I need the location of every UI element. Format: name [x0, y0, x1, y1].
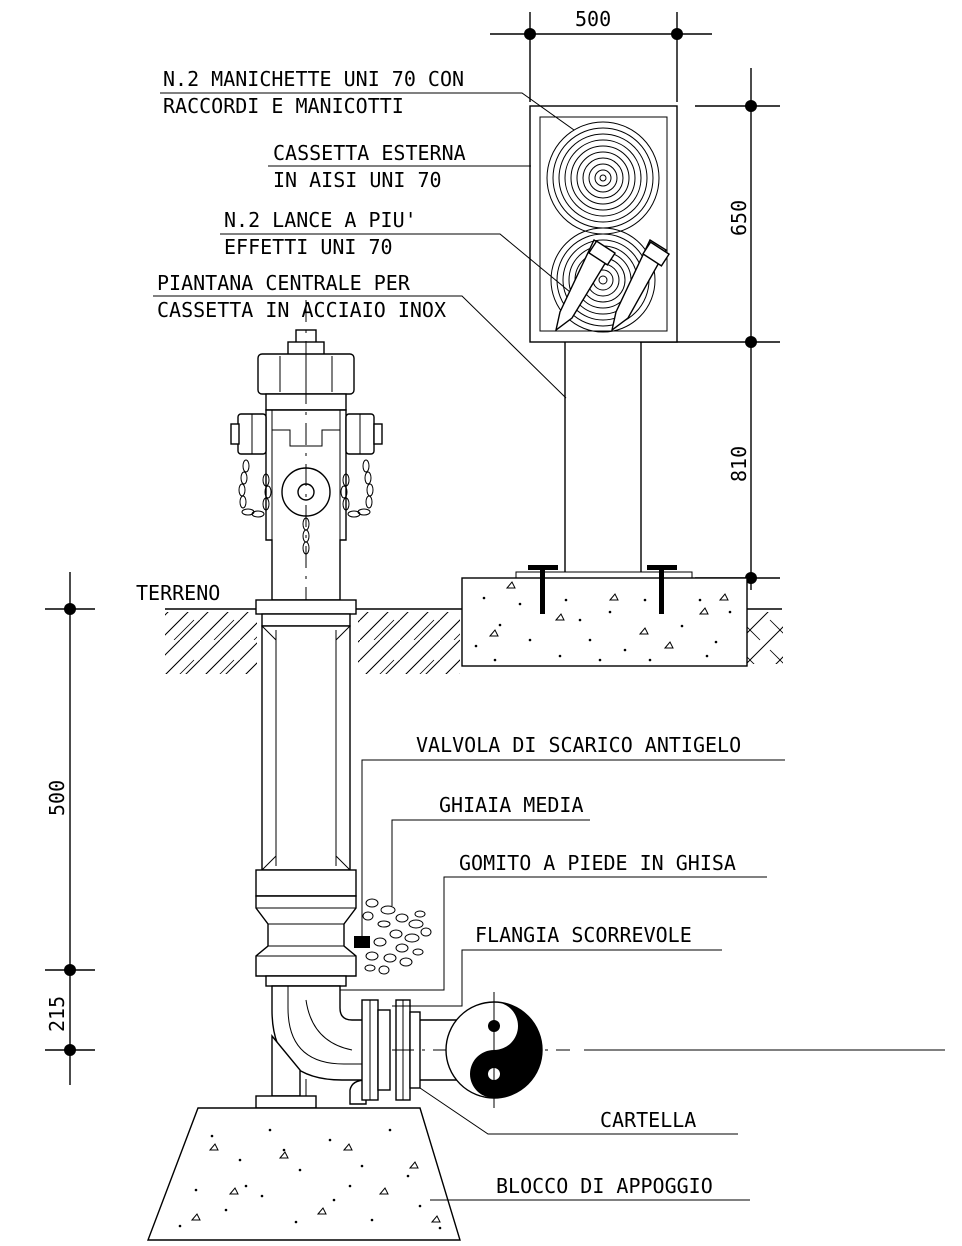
dim-base-text: 215 — [45, 996, 69, 1032]
dim-post-height-text: 810 — [727, 446, 751, 482]
label-lance-line2: EFFETTI UNI 70 — [224, 235, 393, 259]
label-gomito-text: GOMITO A PIEDE IN GHISA — [459, 851, 736, 875]
label-cassetta-line2: IN AISI UNI 70 — [273, 168, 442, 192]
cabinet-post — [564, 342, 642, 572]
dimension-left-vertical: 500 215 — [45, 572, 95, 1085]
label-blocco-text: BLOCCO DI APPOGGIO — [496, 1174, 713, 1198]
hose-reel-upper — [546, 121, 660, 235]
label-blocco: BLOCCO DI APPOGGIO — [430, 1174, 750, 1201]
dim-box-height-text: 650 — [727, 200, 751, 236]
ground-section: TERRENO — [136, 581, 783, 674]
label-piantana: PIANTANA CENTRALE PER CASSETTA IN ACCIAI… — [153, 271, 567, 399]
label-terreno: TERRENO — [136, 581, 220, 605]
elbow-pipe — [255, 975, 945, 1109]
hydrant-head — [230, 300, 383, 1096]
label-flangia-text: FLANGIA SCORREVOLE — [475, 923, 692, 947]
label-flangia: FLANGIA SCORREVOLE — [392, 923, 722, 1007]
label-manichette-line2: RACCORDI E MANICOTTI — [163, 94, 404, 118]
label-ghiaia: GHIAIA MEDIA — [391, 793, 590, 906]
label-gomito: GOMITO A PIEDE IN GHISA — [340, 851, 767, 991]
support-block — [146, 1107, 461, 1241]
label-cassetta: CASSETTA ESTERNA IN AISI UNI 70 — [268, 141, 531, 192]
chain-right — [340, 459, 374, 518]
label-manichette: N.2 MANICHETTE UNI 70 CON RACCORDI E MAN… — [160, 67, 575, 131]
label-valvola: VALVOLA DI SCARICO ANTIGELO — [361, 733, 785, 936]
label-lance: N.2 LANCE A PIU' EFFETTI UNI 70 — [220, 208, 571, 293]
dim-buried-text: 500 — [45, 780, 69, 816]
cabinet-foundation — [461, 565, 748, 667]
label-piantana-line2: CASSETTA IN ACCIAIO INOX — [157, 298, 446, 322]
label-manichette-line1: N.2 MANICHETTE UNI 70 CON — [163, 67, 464, 91]
label-piantana-line1: PIANTANA CENTRALE PER — [157, 271, 411, 295]
dimension-box-width: 500 — [490, 7, 712, 102]
label-ghiaia-text: GHIAIA MEDIA — [439, 793, 584, 817]
label-valvola-text: VALVOLA DI SCARICO ANTIGELO — [416, 733, 741, 757]
gravel — [362, 898, 432, 975]
hose-cabinet — [529, 105, 678, 343]
label-lance-line1: N.2 LANCE A PIU' — [224, 208, 417, 232]
nozzle-icon-left — [554, 238, 617, 332]
hydrant-column — [255, 599, 370, 977]
label-cassetta-line1: CASSETTA ESTERNA — [273, 141, 466, 165]
dim-box-width-text: 500 — [575, 7, 611, 31]
chain-left — [238, 459, 272, 518]
label-cartella-text: CARTELLA — [600, 1108, 696, 1132]
label-cartella: CARTELLA — [419, 1087, 738, 1135]
nozzle-icon-right — [610, 238, 671, 332]
pipe-section-icon — [445, 992, 543, 1108]
